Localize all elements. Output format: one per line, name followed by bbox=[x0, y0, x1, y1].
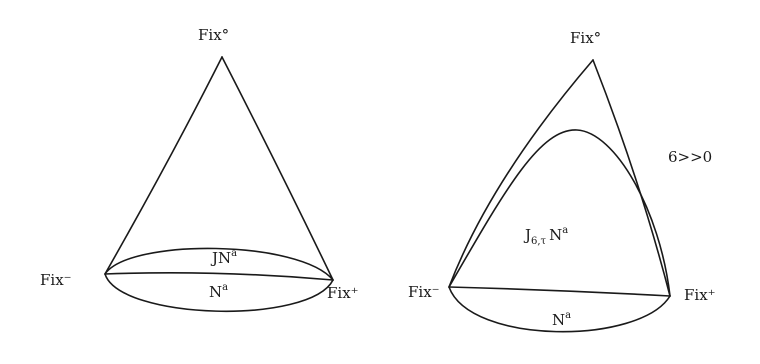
right-inner-region-sub: 6,τ bbox=[531, 236, 547, 247]
right-lower-region-main: N bbox=[552, 311, 565, 329]
right-lower-region-sup: a bbox=[565, 310, 571, 321]
right-lower-region-label: Na bbox=[552, 310, 571, 329]
left-lower-region-sup: a bbox=[222, 282, 228, 293]
left-lower-region-main: N bbox=[209, 283, 222, 301]
right-fix-plus-label: Fix⁺ bbox=[684, 286, 716, 304]
left-lower-region-label: Na bbox=[209, 282, 228, 301]
left-upper-region-main: JN bbox=[210, 249, 231, 267]
left-cone-right-side bbox=[221, 56, 334, 281]
right-condition-label: 6>>0 bbox=[668, 148, 712, 166]
right-inner-region-main: J bbox=[523, 226, 531, 244]
left-apex-label: Fix° bbox=[198, 26, 229, 44]
right-cone-left-side bbox=[448, 59, 594, 288]
right-fix-minus-label: Fix⁻ bbox=[408, 283, 440, 301]
left-fix-minus-label: Fix⁻ bbox=[40, 271, 72, 289]
left-upper-arc bbox=[104, 247, 334, 281]
right-cone-right-side bbox=[592, 59, 671, 297]
right-base-chord bbox=[448, 286, 671, 297]
right-inner-region-rest: N bbox=[549, 226, 562, 244]
right-apex-label: Fix° bbox=[570, 29, 601, 47]
left-upper-region-sup: a bbox=[231, 248, 237, 259]
right-lower-arc bbox=[448, 286, 671, 333]
left-diagram: Fix° Fix⁻ Fix⁺ JNa Na bbox=[40, 26, 359, 313]
left-middle-chord bbox=[104, 272, 334, 281]
left-fix-plus-label: Fix⁺ bbox=[327, 284, 359, 302]
left-cone-left-side bbox=[104, 56, 223, 275]
right-inner-curve bbox=[448, 129, 671, 297]
right-inner-region-sup: a bbox=[562, 225, 568, 236]
left-lower-arc bbox=[104, 273, 334, 313]
left-upper-region-label: JNa bbox=[210, 248, 237, 267]
